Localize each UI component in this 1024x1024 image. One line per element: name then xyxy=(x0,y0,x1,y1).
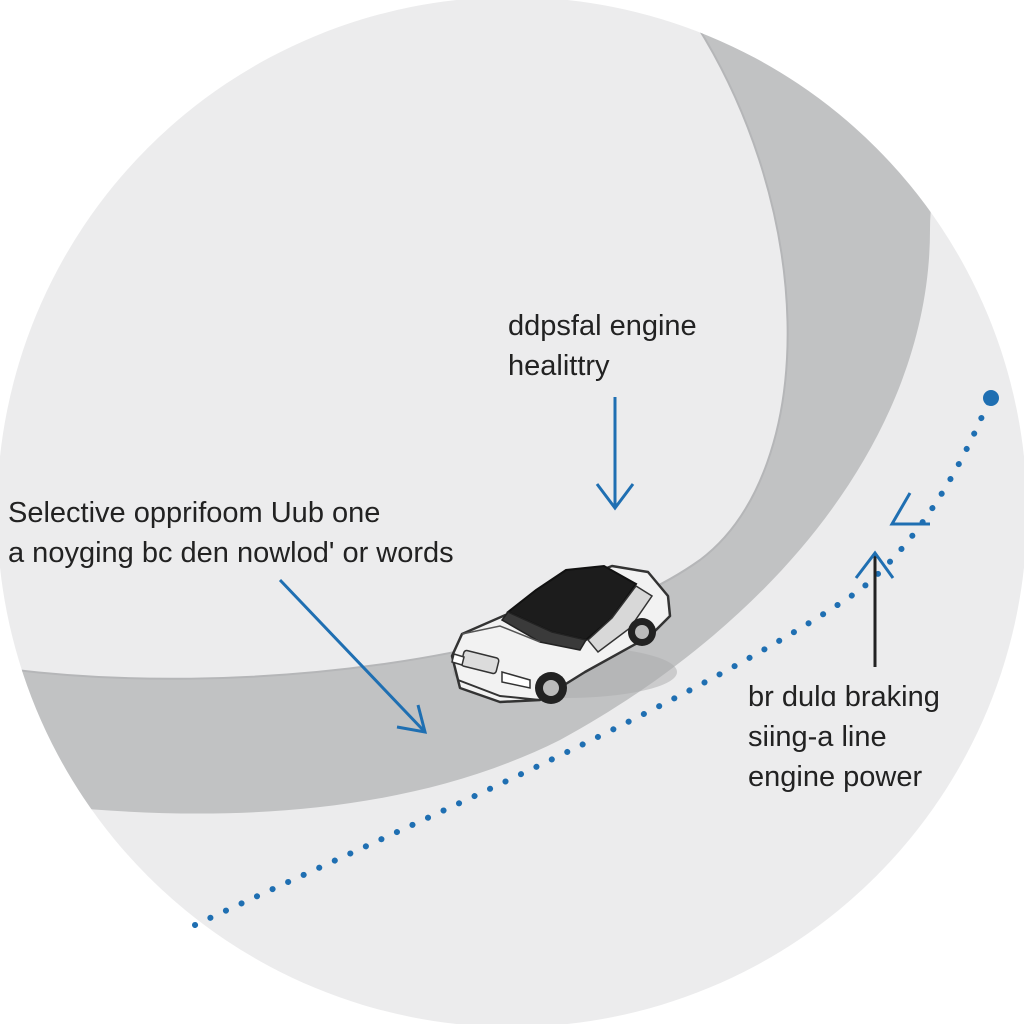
label-top: ddpsfal engine healittry xyxy=(508,306,697,386)
label-left-line-1: Selective opprifoom Uub one xyxy=(8,497,381,529)
arrow-top-head xyxy=(595,483,635,511)
chevron-left-icon xyxy=(889,492,930,526)
arrow-left xyxy=(278,578,426,733)
label-top-line-2: healittry xyxy=(508,350,610,382)
arrow-right-head xyxy=(854,550,895,579)
label-top-line-1: ddpsfal engine xyxy=(508,310,697,342)
label-right-line-1: br dulɑ braking xyxy=(748,681,940,713)
racing-line xyxy=(192,395,993,928)
label-right: br dulɑ braking siing-a line engine powe… xyxy=(748,677,940,797)
car-icon xyxy=(450,564,677,704)
label-right-line-3: engine power xyxy=(748,761,923,793)
label-left-line-2: a noyging bc den nowlod' or words xyxy=(8,537,454,569)
label-right-line-2: siing-a line xyxy=(748,721,887,753)
racing-line-endpoint xyxy=(983,390,999,406)
label-left: Selective opprifoom Uub one a noyging bc… xyxy=(8,493,454,573)
road-inner-edge xyxy=(0,0,789,680)
arrow-left-head xyxy=(396,704,428,734)
